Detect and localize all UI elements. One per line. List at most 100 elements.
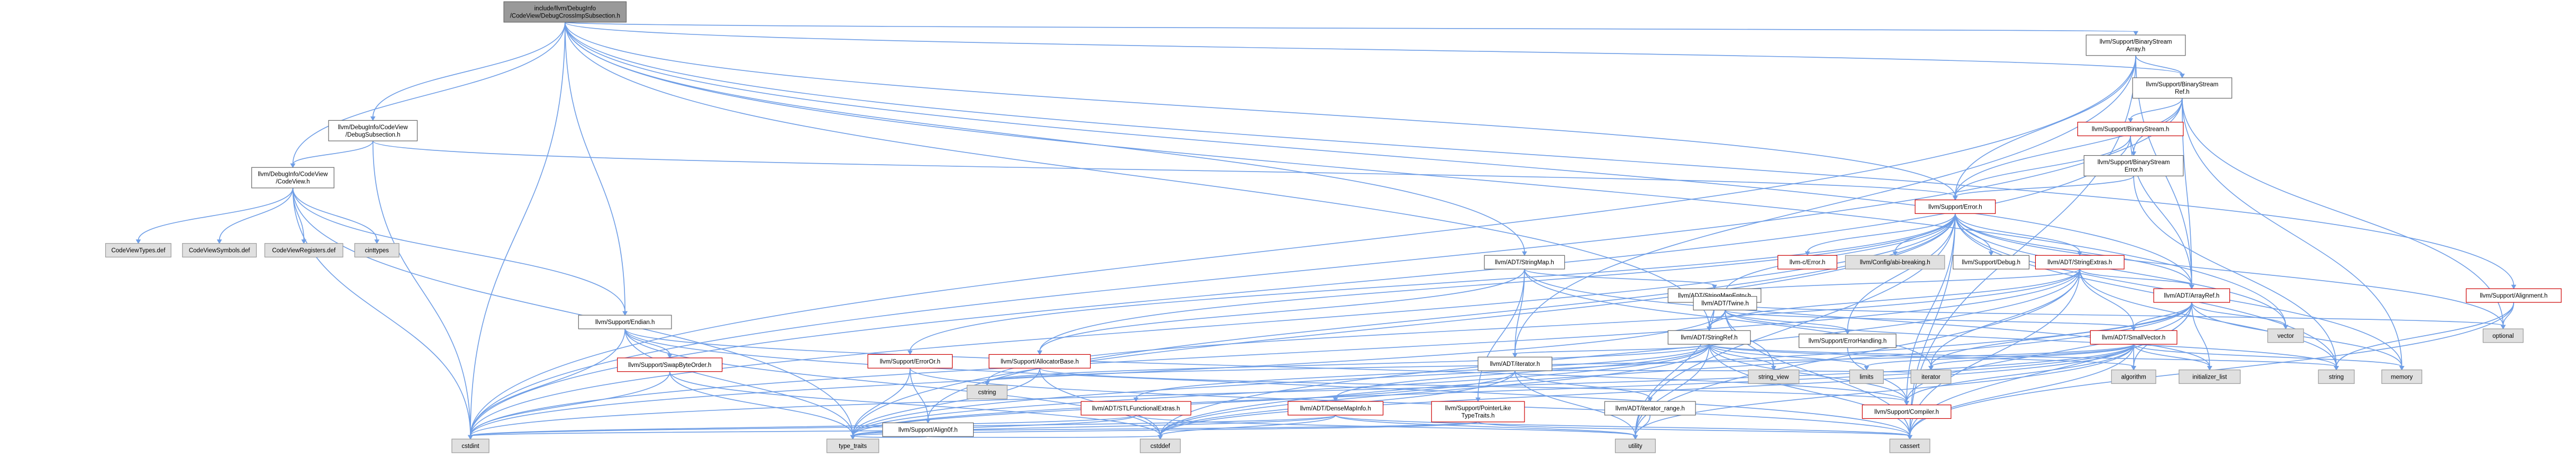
graph-node-cassert[interactable]: cassert [1889, 438, 1930, 453]
node-label: llvm/ADT/STLFunctionalExtras.h [1092, 406, 1180, 412]
node-box [1777, 255, 1837, 270]
graph-node-cvtypes[interactable]: CodeViewTypes.def [105, 243, 171, 258]
graph-node-dbgsub[interactable]: llvm/DebugInfo/CodeView/DebugSubsection.… [328, 120, 418, 141]
node-label: memory [2391, 374, 2413, 380]
graph-node-string[interactable]: string [2318, 369, 2355, 384]
graph-node-cvsymbols[interactable]: CodeViewSymbols.def [182, 243, 257, 258]
graph-node-cstring[interactable]: cstring [966, 384, 1008, 399]
graph-node-root[interactable]: include/llvm/DebugInfo/CodeView/DebugCro… [503, 1, 627, 23]
graph-node-erroror[interactable]: llvm/Support/ErrorOr.h [867, 354, 953, 369]
dependency-edge [565, 22, 2183, 75]
edge-arrowhead [1771, 366, 1776, 371]
node-label: llvm/ADT/StringMap.h [1495, 259, 1554, 266]
dependency-edge [1709, 344, 2337, 368]
node-label: llvm/Support/Alignment.h [2480, 293, 2547, 299]
graph-node-errhandling[interactable]: llvm/Support/ErrorHandling.h [1799, 334, 1897, 348]
dependency-edge [1514, 371, 1636, 436]
graph-node-error[interactable]: llvm/Support/Error.h [1915, 199, 1996, 214]
node-box [1667, 330, 1751, 345]
graph-node-stringmap[interactable]: llvm/ADT/StringMap.h [1484, 255, 1565, 270]
node-box [354, 243, 400, 258]
graph-node-stringextras[interactable]: llvm/ADT/StringExtras.h [2035, 255, 2125, 270]
dependency-edge [1159, 302, 2192, 436]
edge-arrowhead [2131, 151, 2136, 156]
graph-node-limits[interactable]: limits [1849, 369, 1884, 384]
node-label: CodeViewTypes.def [111, 248, 166, 254]
dependency-edge [1955, 213, 1992, 253]
graph-node-typetraits[interactable]: type_traits [826, 438, 879, 453]
graph-node-memory[interactable]: memory [2381, 369, 2423, 384]
edge-arrowhead [1864, 366, 1870, 371]
graph-node-stringview[interactable]: string_view [1748, 369, 1800, 384]
graph-node-compiler[interactable]: llvm/Support/Compiler.h [1862, 404, 1952, 419]
dependency-edge [2133, 176, 2337, 367]
graph-node-densemapinfo[interactable]: llvm/ADT/DenseMapInfo.h [1287, 401, 1384, 416]
node-label: llvm/ADT/iterator_range.h [1616, 406, 1685, 412]
edge-arrowhead [1632, 435, 1638, 440]
node-box [2381, 369, 2423, 384]
node-box [966, 384, 1008, 399]
node-box [1845, 255, 1945, 270]
graph-node-allocbase[interactable]: llvm/Support/AllocatorBase.h [988, 354, 1091, 369]
node-label: cassert [1900, 443, 1920, 450]
graph-node-cstddef[interactable]: cstddef [1140, 438, 1181, 453]
graph-node-iteratorstd[interactable]: iterator [1910, 369, 1952, 384]
node-box [503, 1, 627, 23]
node-box [2465, 288, 2562, 303]
edge-arrowhead [2283, 325, 2289, 330]
edge-arrowhead [301, 239, 307, 244]
graph-node-align[interactable]: llvm/Support/Align0f.h [882, 422, 974, 437]
edge-arrowhead [925, 419, 931, 424]
graph-node-smallvector[interactable]: llvm/ADT/SmallVector.h [2090, 330, 2178, 345]
node-label: llvm/ADT/SmallVector.h [2102, 335, 2165, 341]
graph-node-codeview[interactable]: llvm/DebugInfo/CodeView/CodeView.h [251, 167, 334, 189]
dependency-edge [372, 141, 471, 436]
dependency-nodes: include/llvm/DebugInfo/CodeView/DebugCro… [105, 1, 2562, 453]
graph-node-twine[interactable]: llvm/ADT/Twine.h [1693, 296, 1757, 311]
dependency-edge [852, 368, 1040, 436]
graph-node-cstdint[interactable]: cstdint [451, 438, 489, 453]
dependency-edge [852, 435, 929, 438]
graph-node-utility[interactable]: utility [1614, 438, 1656, 453]
dependency-edge [1635, 344, 2134, 436]
graph-node-stringref[interactable]: llvm/ADT/StringRef.h [1667, 330, 1751, 345]
edge-arrowhead [290, 163, 296, 168]
edge-arrowhead [2511, 284, 2517, 290]
graph-node-debug[interactable]: llvm/Support/Debug.h [1953, 255, 2030, 270]
edge-arrowhead [1953, 196, 1958, 201]
node-box [1889, 438, 1930, 453]
graph-node-arrayref[interactable]: llvm/ADT/ArrayRef.h [2153, 288, 2230, 303]
dependency-edge [565, 22, 2515, 286]
graph-node-alignment[interactable]: llvm/Support/Alignment.h [2465, 288, 2562, 303]
dependency-edge [292, 140, 374, 165]
graph-node-cerror[interactable]: llvm/Config/abi-breaking.h [1845, 255, 1945, 270]
dependency-edge [565, 22, 2136, 32]
graph-node-cvregs[interactable]: CodeViewRegisters.def [264, 243, 343, 258]
edge-arrowhead [1512, 353, 1518, 358]
dependency-edge [669, 371, 1161, 436]
node-label: algorithm [2121, 374, 2146, 380]
graph-node-llvmcerror[interactable]: llvm-c/Error.h [1777, 255, 1837, 270]
graph-node-initlist[interactable]: initializer_list [2179, 369, 2241, 384]
graph-node-stlfunc[interactable]: llvm/ADT/STLFunctionalExtras.h [1081, 401, 1192, 416]
edge-arrowhead [135, 239, 141, 244]
dependency-edge [2182, 98, 2504, 326]
node-box [2111, 369, 2156, 384]
graph-node-algorithm[interactable]: algorithm [2111, 369, 2156, 384]
graph-node-binstream[interactable]: llvm/Support/BinaryStream.h [2077, 122, 2184, 137]
graph-node-iterator[interactable]: llvm/ADT/iterator.h [1477, 356, 1553, 371]
node-box [1477, 356, 1553, 371]
node-label: CodeViewRegisters.def [272, 248, 336, 254]
node-box [1953, 255, 2030, 270]
node-label: llvm/Support/Error.h [1928, 204, 1982, 210]
graph-node-optional[interactable]: optional [2482, 328, 2524, 343]
graph-node-itrange[interactable]: llvm/ADT/iterator_range.h [1604, 401, 1696, 416]
graph-node-endian[interactable]: llvm/Support/Endian.h [578, 315, 672, 329]
graph-node-cinttypes[interactable]: cinttypes [354, 243, 400, 258]
graph-node-swapbyte[interactable]: llvm/Support/SwapByteOrder.h [617, 357, 723, 372]
graph-node-vector[interactable]: vector [2267, 328, 2304, 343]
